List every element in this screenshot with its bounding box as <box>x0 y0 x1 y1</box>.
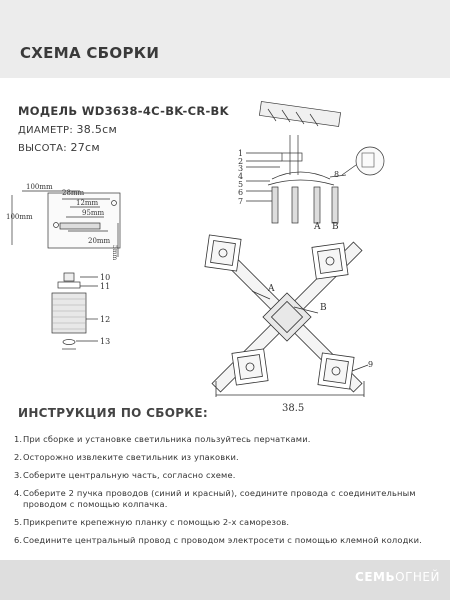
step-number: 5. <box>14 517 23 528</box>
step-text: Соедините центральный провод с проводом … <box>23 535 422 546</box>
step-text: Соберите 2 пучка проводов (синий и красн… <box>23 488 416 510</box>
part-12-label: 12 <box>100 315 110 324</box>
part-4-label: 4 <box>238 172 243 181</box>
plan-label-b: B <box>320 303 327 313</box>
part-11-label: 11 <box>100 282 110 291</box>
dim-12mm: 12mm <box>76 199 99 207</box>
step-text: При сборке и установке светильника польз… <box>23 434 311 444</box>
step-number: 4. <box>14 488 23 498</box>
canopy-plate <box>47 192 121 249</box>
brand-logo: СЕМЬОГНЕЙ <box>355 570 440 584</box>
part-10-label: 10 <box>100 273 110 282</box>
side-label-a: A <box>313 222 321 232</box>
dim-20mm: 20mm <box>88 237 111 245</box>
diameter-line: ДИАМЕТР: 38.5см <box>18 123 229 136</box>
part-1-label: 1 <box>238 149 243 158</box>
dim-100mm-w: 100mm <box>26 183 53 191</box>
model-spec-block: МОДЕЛЬ WD3638-4C-BK-CR-BK ДИАМЕТР: 38.5с… <box>18 104 229 154</box>
dim-95mm: 95mm <box>82 209 105 217</box>
instruction-step: 5. Прикрепите крепежную планку с помощью… <box>14 517 442 528</box>
plan-label-a: A <box>267 284 275 294</box>
part-2-label: 2 <box>238 157 243 166</box>
instruction-steps: 1. При сборке и установке светильника по… <box>14 434 442 553</box>
page-title: СХЕМА СБОРКИ <box>20 44 160 62</box>
instruction-step: 1. При сборке и установке светильника по… <box>14 434 442 445</box>
step-number: 6. <box>14 535 23 546</box>
side-label-b: B <box>332 222 339 232</box>
brand-part-1: СЕМЬ <box>355 570 396 584</box>
assembly-drawing: 100mm 100mm 28mm 12mm 95mm 20mm 5mm 10 1… <box>0 95 450 425</box>
height-line: ВЫСОТА: 27см <box>18 141 229 154</box>
canopy-mount-detail <box>11 190 121 257</box>
header-band: СХЕМА СБОРКИ <box>0 0 450 78</box>
diameter-label: ДИАМЕТР: <box>18 125 73 136</box>
step-number: 3. <box>14 470 23 480</box>
dim-100mm-h: 100mm <box>6 213 33 221</box>
side-view-detail <box>246 101 385 224</box>
assembly-diagram-svg: 100mm 100mm 28mm 12mm 95mm 20mm 5mm 10 1… <box>6 101 385 414</box>
footer-band: СЕМЬОГНЕЙ <box>0 560 450 600</box>
step-text: Осторожно извлеките светильник из упаков… <box>23 452 239 462</box>
part-13-label: 13 <box>100 337 110 346</box>
plan-view-detail <box>204 234 369 397</box>
step-number: 1. <box>14 434 23 444</box>
part-3-label: 3 <box>238 164 243 173</box>
instruction-step: 6. Соедините центральный провод с провод… <box>14 535 442 546</box>
height-value: 27см <box>70 141 100 154</box>
height-label: ВЫСОТА: <box>18 143 67 154</box>
diameter-value: 38.5см <box>76 123 118 136</box>
dim-5mm: 5mm <box>111 245 118 261</box>
step-text: Соберите центральную часть, согласно схе… <box>23 470 236 480</box>
part-6-label: 6 <box>238 188 243 197</box>
dim-28mm: 28mm <box>62 189 85 197</box>
step-text: Прикрепите крепежную планку с помощью 2-… <box>23 517 290 528</box>
brand-part-2: ОГНЕЙ <box>395 570 440 584</box>
part-8-label: 8 <box>334 170 339 179</box>
step-number: 2. <box>14 452 23 462</box>
part-5-label: 5 <box>238 180 243 189</box>
part-9-label: 9 <box>368 360 373 369</box>
model-name: МОДЕЛЬ WD3638-4C-BK-CR-BK <box>18 104 229 118</box>
instructions-title: ИНСТРУКЦИЯ ПО СБОРКЕ: <box>18 406 209 420</box>
shade-parts-detail <box>51 272 98 350</box>
instruction-step: 3. Соберите центральную часть, согласно … <box>14 470 442 481</box>
instruction-step: 2. Осторожно извлеките светильник из упа… <box>14 452 442 463</box>
instruction-step: 4. Соберите 2 пучка проводов (синий и кр… <box>14 488 442 510</box>
part-7-label: 7 <box>238 197 243 206</box>
diameter-dimension: 38.5 <box>282 403 304 414</box>
